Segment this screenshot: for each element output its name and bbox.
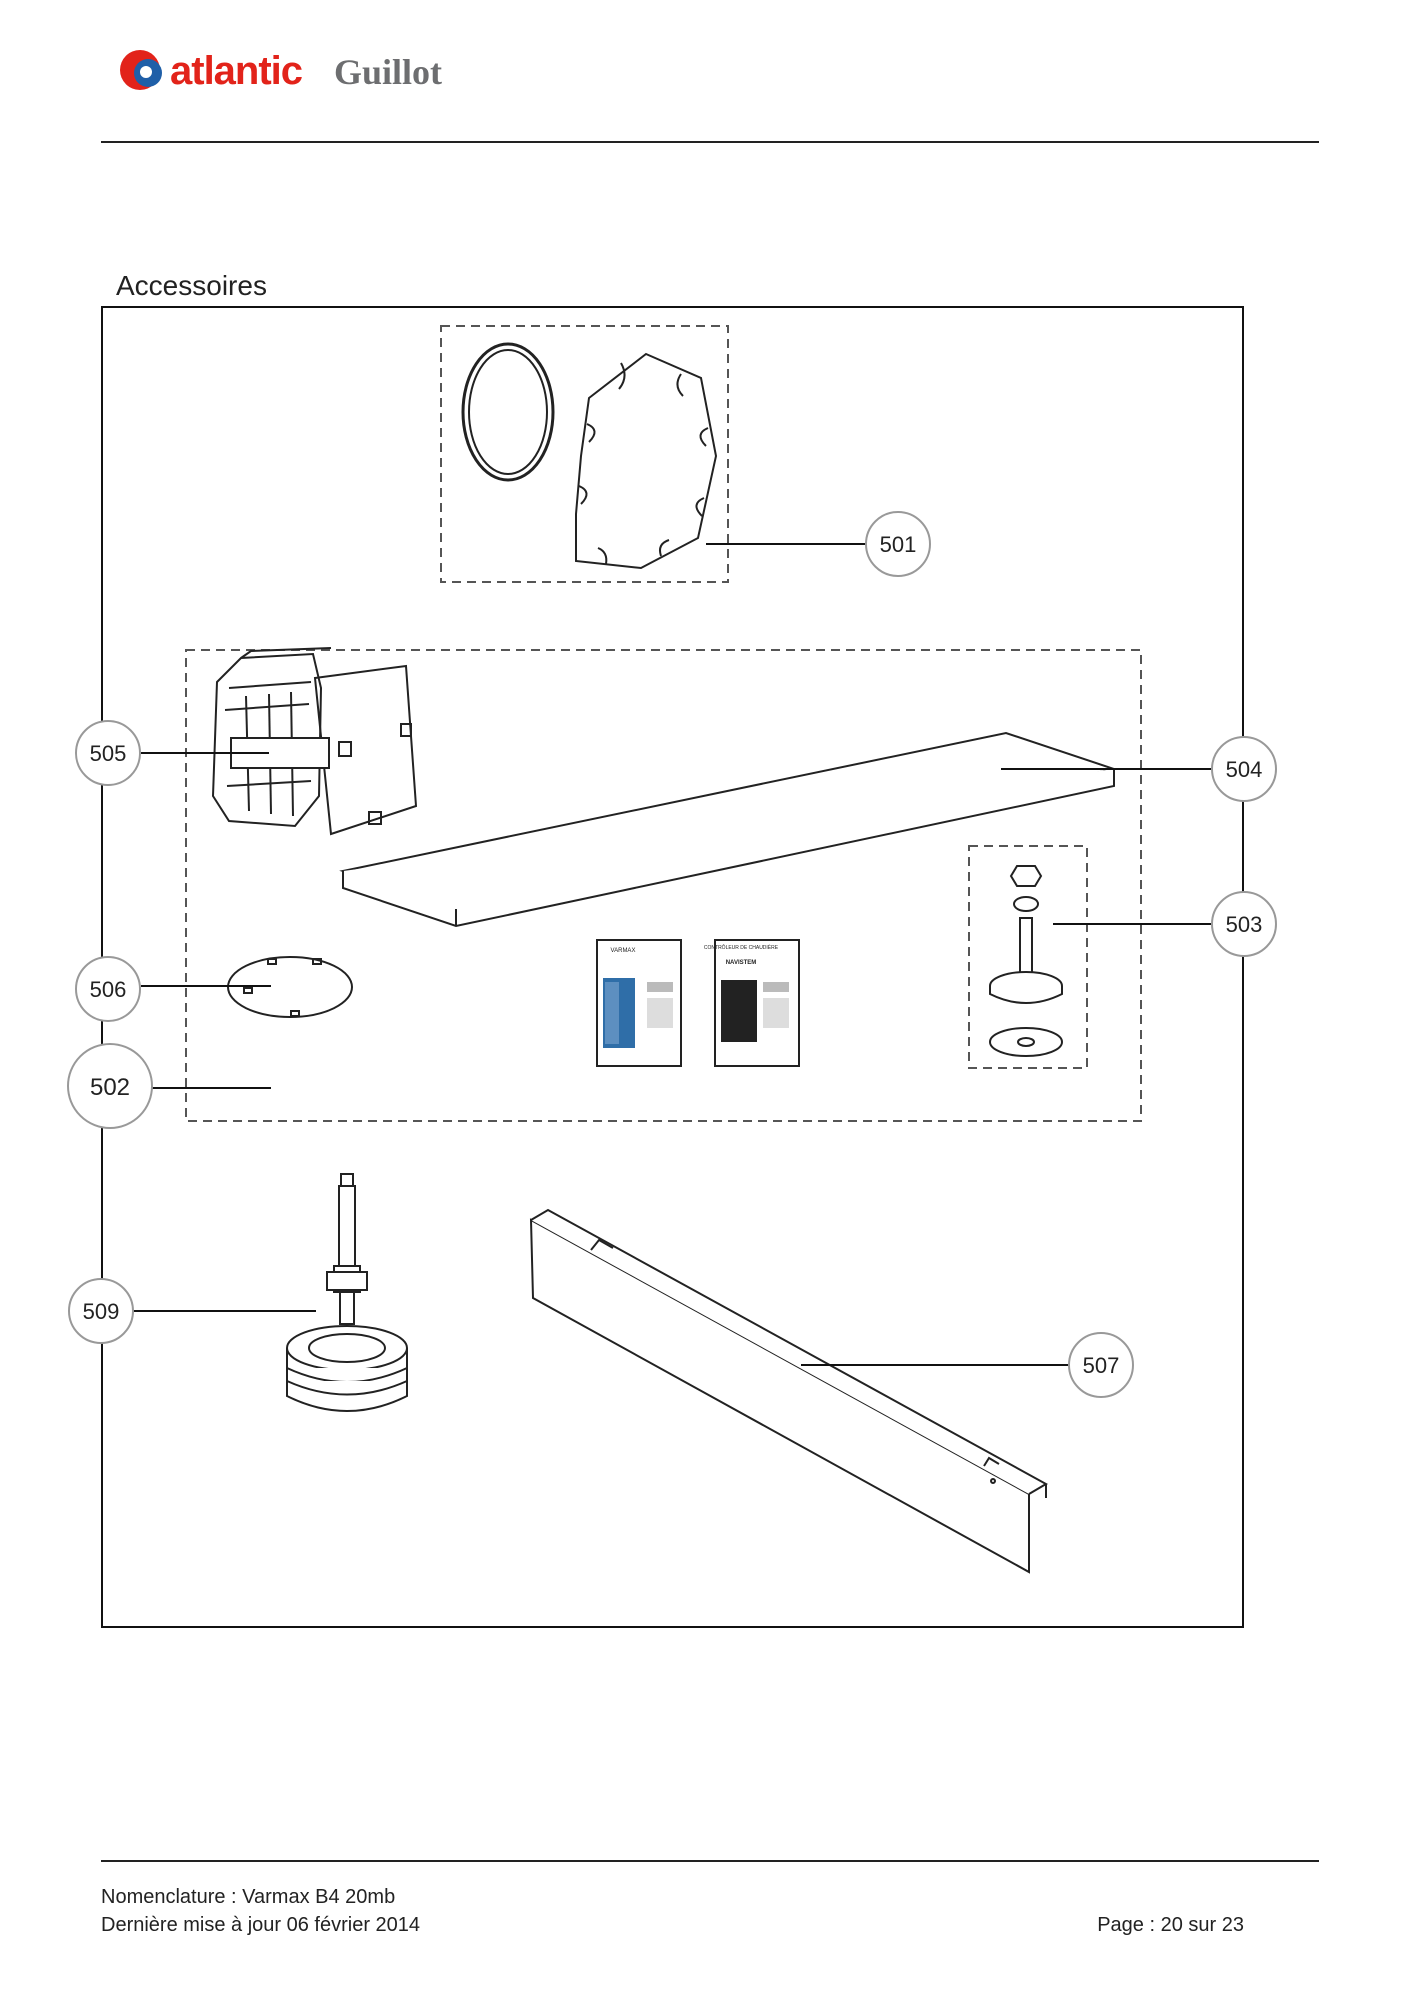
footer-page-number: Page : 20 sur 23 <box>1097 1914 1244 1936</box>
callout-504-label: 504 <box>1226 757 1263 782</box>
footer-nomenclature: Nomenclature : Varmax B4 20mb <box>101 1886 396 1908</box>
brand-primary: atlantic <box>170 49 303 93</box>
rail-507 <box>529 1208 1049 1574</box>
kit-502-box <box>185 649 1142 1122</box>
brand-secondary: Guillot <box>334 52 442 92</box>
manual-navistem-subtitle: NAVISTEM <box>726 960 757 966</box>
leveling-foot-509 <box>286 1173 408 1412</box>
kit-501-box <box>440 325 729 583</box>
footer-last-updated: Dernière mise à jour 06 février 2014 <box>101 1914 421 1936</box>
atlantic-guillot-logo: atlantic Guillot <box>120 49 442 93</box>
adjustable-foot-503 <box>989 865 1063 1057</box>
manual-navistem: CONTRÔLEUR DE CHAUDIÈRE NAVISTEM <box>704 939 800 1067</box>
manual-varmax-title: VARMAX <box>611 948 636 954</box>
callout-503-label: 503 <box>1226 912 1263 937</box>
callout-506: 506 <box>75 956 141 1022</box>
callout-505-label: 505 <box>90 741 127 766</box>
callout-502-label: 502 <box>90 1074 130 1101</box>
header-rule <box>101 141 1319 143</box>
callout-502: 502 <box>67 1043 153 1129</box>
panel-504 <box>339 731 1118 928</box>
callout-509: 509 <box>68 1278 134 1344</box>
accessories-diagram: 501 505 504 503 <box>67 306 1277 1628</box>
callout-505: 505 <box>75 720 141 786</box>
octagonal-gasket <box>575 352 718 570</box>
footer-rule <box>101 1860 1319 1862</box>
section-title: Accessoires <box>116 270 267 301</box>
callout-509-label: 509 <box>83 1299 120 1324</box>
callout-507: 507 <box>1068 1332 1134 1398</box>
manual-navistem-title: CONTRÔLEUR DE CHAUDIÈRE <box>704 944 779 951</box>
callout-501-label: 501 <box>880 532 917 557</box>
logo-white-dot <box>140 66 152 78</box>
flue-adapter-505 <box>211 647 418 836</box>
callout-507-label: 507 <box>1083 1353 1120 1378</box>
callout-506-label: 506 <box>90 977 127 1002</box>
callout-503: 503 <box>1211 891 1277 957</box>
oring-gasket <box>461 342 555 482</box>
kit-503-box <box>968 845 1088 1069</box>
manual-varmax: VARMAX <box>596 939 682 1067</box>
callout-501: 501 <box>865 511 931 577</box>
callout-504: 504 <box>1211 736 1277 802</box>
